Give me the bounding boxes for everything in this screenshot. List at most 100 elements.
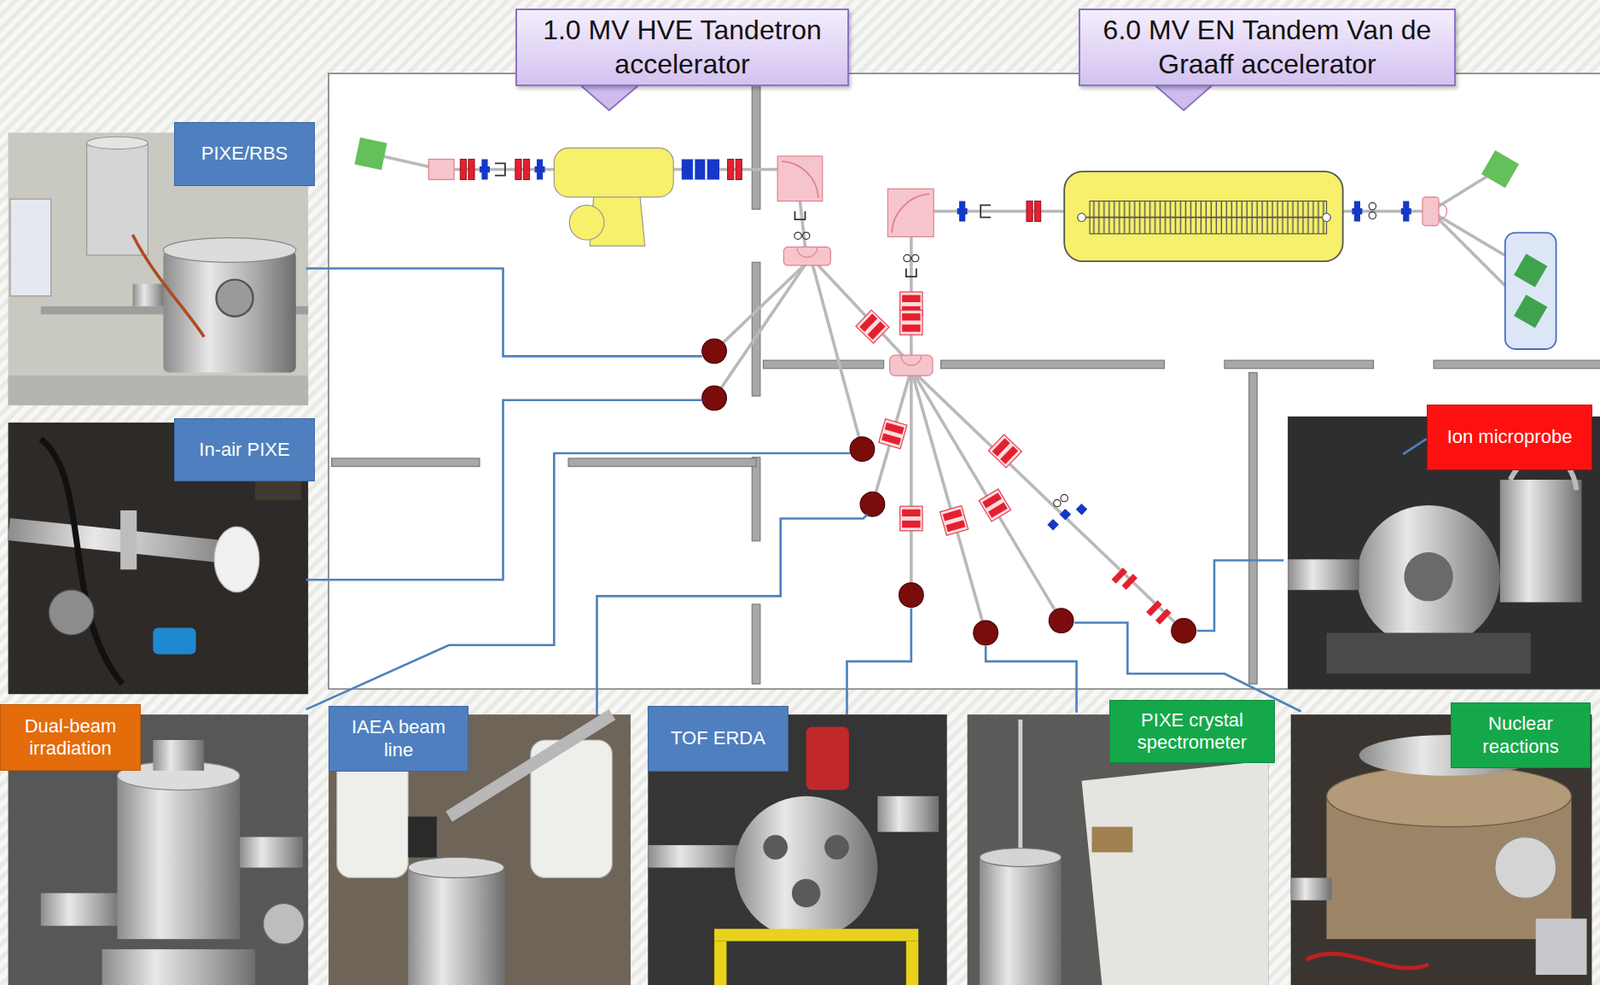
van-de-graaff-beam-components xyxy=(1026,201,1042,222)
photo-in-air-pixe xyxy=(214,526,260,593)
photo-tof-erda xyxy=(877,796,939,832)
leader-line xyxy=(847,608,912,715)
photo-dual-beam xyxy=(8,714,309,985)
photo-ion-microprobe xyxy=(1326,632,1531,674)
photo-in-air-pixe xyxy=(48,589,94,635)
van-de-graaff-beam-components xyxy=(1076,503,1088,516)
van-de-graaff-beam-components xyxy=(1059,508,1072,521)
photo-ion-microprobe xyxy=(1356,505,1500,648)
leader-line xyxy=(597,514,868,715)
label-text: Nuclear reactions xyxy=(1458,712,1583,758)
photo-tof-erda xyxy=(806,726,850,790)
beam-line xyxy=(911,369,1184,631)
van-de-graaff-beam-components xyxy=(1146,599,1162,617)
label-text: PIXE/RBS xyxy=(201,142,288,165)
beam-line xyxy=(369,152,1531,633)
tandetron-beam-components xyxy=(692,159,695,181)
van-de-graaff-beam-components xyxy=(1513,294,1548,328)
van-de-graaff-beam-components xyxy=(903,254,911,262)
end-station xyxy=(1171,618,1197,644)
photo-pixe-crystal-spectrometer xyxy=(979,848,1062,867)
wall xyxy=(331,85,1600,684)
van-de-graaff-beam-components xyxy=(901,354,922,366)
photo-pixe-crystal-spectrometer xyxy=(1082,760,1269,985)
station-label: IAEA beam line xyxy=(328,705,469,772)
beam-line xyxy=(911,369,1062,621)
photo-nuclear-reactions xyxy=(1495,837,1557,899)
photo-pixe-rbs xyxy=(162,238,296,263)
end-station xyxy=(898,582,924,608)
photo-pixe-rbs xyxy=(132,283,165,306)
photo-dual-beam xyxy=(117,775,240,939)
end-station xyxy=(860,491,885,517)
tandetron-beam-components xyxy=(704,159,707,181)
van-de-graaff-beam-components xyxy=(900,310,923,336)
van-de-graaff-beam-components xyxy=(957,201,968,222)
label-text: Dual-beam irradiation xyxy=(7,715,134,761)
photo-ion-microprobe xyxy=(1287,558,1360,590)
leader-line xyxy=(1074,622,1301,711)
beam-line xyxy=(714,263,807,399)
van-de-graaff-beam-components xyxy=(878,418,908,449)
beam-line xyxy=(714,263,807,352)
leader-line xyxy=(1197,560,1285,632)
end-station xyxy=(702,385,728,411)
photo-dual-beam xyxy=(239,837,303,868)
leader-line xyxy=(306,268,1427,716)
leader-line xyxy=(306,453,850,710)
wall xyxy=(941,360,1165,369)
station-label: TOF ERDA xyxy=(647,705,789,772)
label-text: TOF ERDA xyxy=(670,727,766,750)
photo-iaea-beam-line xyxy=(407,866,506,985)
tandetron-beam-components xyxy=(794,232,802,239)
tandetron-beam-components xyxy=(354,137,889,344)
tandetron-beam-components xyxy=(428,159,454,181)
van-de-graaff-beam-components xyxy=(1155,608,1171,625)
tandetron-beam-components xyxy=(535,159,546,181)
van-de-graaff-beam-components xyxy=(906,268,917,278)
wall xyxy=(751,261,761,396)
photo-pixe-rbs xyxy=(8,375,309,406)
van-de-graaff-beam-components xyxy=(1481,150,1519,188)
photo-dual-beam xyxy=(102,948,256,985)
photo-ion-microprobe xyxy=(1500,479,1583,603)
tandetron-beam-components xyxy=(795,211,806,221)
photo-iaea-beam-line xyxy=(448,714,612,817)
label-text: IAEA beam line xyxy=(336,715,461,762)
wall xyxy=(568,458,757,467)
end-station xyxy=(702,338,728,364)
photo-pixe-rbs xyxy=(162,250,296,373)
end-station xyxy=(973,620,999,646)
wall xyxy=(762,360,884,369)
wall xyxy=(751,457,761,542)
van-de-graaff-beam-components xyxy=(939,505,968,536)
photo-ion-microprobe xyxy=(1403,552,1453,601)
tandetron-beam-components xyxy=(515,159,530,181)
tandetron-beam-components xyxy=(681,159,720,181)
station-label: In-air PIXE xyxy=(174,418,315,482)
photo-nuclear-reactions xyxy=(1291,877,1333,900)
van-de-graaff-beam-components xyxy=(1047,518,1059,531)
leader-line xyxy=(1402,438,1427,454)
photo-tof-erda xyxy=(734,796,878,939)
photo-pixe-rbs xyxy=(87,136,149,149)
beam-line xyxy=(816,263,912,365)
van-de-graaff-beam-components xyxy=(1368,211,1376,219)
van-de-graaff-beam-components xyxy=(978,488,1011,522)
label-text: Ion microprobe xyxy=(1447,425,1573,448)
photo-tof-erda xyxy=(714,928,919,941)
floor-plan xyxy=(328,73,1600,689)
photo-in-air-pixe xyxy=(120,510,137,570)
photo-dual-beam xyxy=(8,714,309,985)
photo-iaea-beam-line xyxy=(407,857,504,879)
van-de-graaff-beam-components xyxy=(1077,216,1332,219)
van-de-graaff-beam-components xyxy=(1060,494,1068,501)
photo-nuclear-reactions xyxy=(1306,953,1429,968)
beam-line xyxy=(872,369,911,505)
leader-line xyxy=(306,400,703,580)
station-label: Nuclear reactions xyxy=(1450,702,1591,768)
photo-in-air-pixe xyxy=(40,438,123,684)
photo-dual-beam xyxy=(40,892,123,926)
